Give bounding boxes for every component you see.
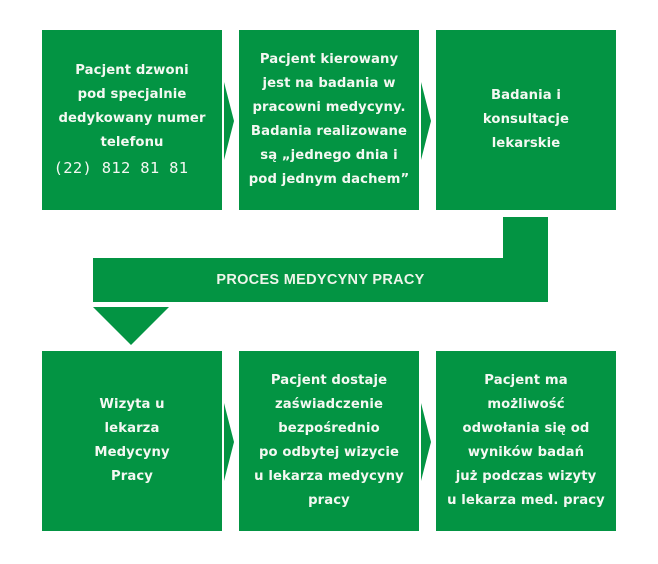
step-text-line: dedykowany numer xyxy=(58,111,206,126)
step-text-line: pracowni medycyny. xyxy=(252,100,406,115)
step-text-line: Badania i xyxy=(490,88,562,103)
step-text-line: pracy xyxy=(308,493,350,508)
step-text-line: Pacjent kierowany xyxy=(259,52,399,67)
step-text-line: pod jednym dachem” xyxy=(248,172,410,187)
chevron-right-icon xyxy=(421,82,431,160)
step-text-line: Pracy xyxy=(111,469,153,484)
step-text-line: odwołania się od xyxy=(462,421,590,436)
step-text-line: lekarza xyxy=(104,421,160,436)
step-text-line: pod specjalnie xyxy=(77,87,187,102)
process-banner: PROCES MEDYCYNY PRACY xyxy=(93,258,548,302)
step-text-line: bezpośrednio xyxy=(278,421,380,436)
chevron-right-icon xyxy=(421,403,431,481)
arrow-down-icon xyxy=(93,307,169,345)
step-text-line: są „jednego dnia i xyxy=(260,148,398,163)
step-text-line: u lekarza med. pracy xyxy=(447,493,605,508)
step-text-line: konsultacje xyxy=(482,112,570,127)
step-text-line: Pacjent ma xyxy=(484,373,568,388)
step-text-line: u lekarza medycyny xyxy=(254,469,404,484)
step-text-line: możliwość xyxy=(487,397,565,412)
step-text-line: telefonu xyxy=(100,135,164,150)
step-text-line: zaświadczenie xyxy=(274,397,384,412)
step-text-line: lekarskie xyxy=(491,136,561,151)
step-text-line: Badania realizowane xyxy=(250,124,408,139)
step-text-line: po odbytej wizycie xyxy=(258,445,400,460)
banner-title: PROCES MEDYCYNY PRACY xyxy=(216,272,425,288)
step-text-line: Pacjent dzwoni xyxy=(75,63,189,78)
step-box-call: Pacjent dzwoni pod specjalnie dedykowany… xyxy=(42,30,222,210)
step-box-referral: Pacjent kierowany jest na badania w prac… xyxy=(239,30,419,210)
step-text-line: już podczas wizyty xyxy=(455,469,597,484)
chevron-right-icon xyxy=(224,82,234,160)
step-box-examinations: Badania i konsultacje lekarskie xyxy=(436,30,616,210)
step-box-certificate: Pacjent dostaje zaświadczenie bezpośredn… xyxy=(239,351,419,531)
step-box-appeal: Pacjent ma możliwość odwołania się od wy… xyxy=(436,351,616,531)
step-text-line: Wizyta u xyxy=(99,397,165,412)
chevron-right-icon xyxy=(224,403,234,481)
phone-number: (22) 812 81 81 xyxy=(53,159,189,177)
flow-connector xyxy=(503,217,548,259)
step-text-line: Pacjent dostaje xyxy=(270,373,388,388)
step-text-line: wyników badań xyxy=(467,445,585,460)
step-text-line: Medycyny xyxy=(94,445,170,460)
step-box-doctor-visit: Wizyta u lekarza Medycyny Pracy xyxy=(42,351,222,531)
step-text-line: jest na badania w xyxy=(262,76,396,91)
